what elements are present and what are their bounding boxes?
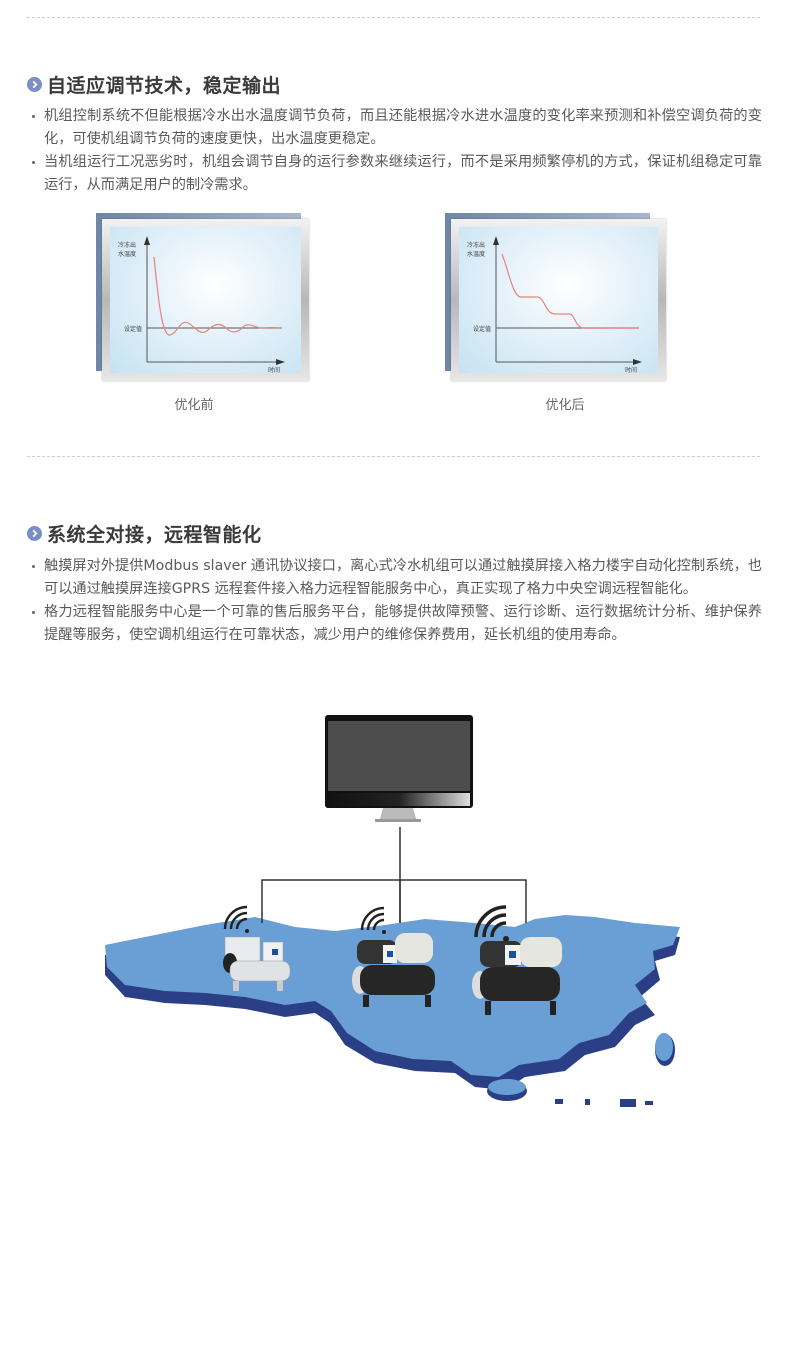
chart-before-xlabel: 时间 [268,367,281,374]
top-divider [27,17,760,18]
chart-before-plot: 冷冻出 水温度 设定值 时间 [110,227,301,374]
section2-title: 系统全对接，远程智能化 [27,520,262,547]
wifi-icon [360,906,385,931]
bullet-item: 机组控制系统不但能根据冷水出水温度调节负荷，而且还能根据冷水进水温度的变化率来预… [30,105,762,151]
bullet-item: 当机组运行工况恶劣时，机组会调节自身的运行参数来继续运行，而不是采用频繁停机的方… [30,151,762,197]
chart-after-ylabel: 冷冻出 水温度 [467,242,486,258]
section1-bullets: 机组控制系统不但能根据冷水出水温度调节负荷，而且还能根据冷水进水温度的变化率来预… [30,105,762,197]
monitor-icon [325,715,473,822]
section1-title-text: 自适应调节技术，稳定输出 [47,75,282,97]
wifi-icon [474,905,507,938]
wifi-icon [223,905,248,930]
chiller-unit-dark [352,933,435,1007]
network-lines [261,827,527,923]
chart-after-caption: 优化后 [545,398,585,413]
chevron-right-circle-icon [27,77,42,92]
chiller-unit-dark [472,937,562,1015]
chiller-unit-white [223,936,291,991]
section1-title: 自适应调节技术，稳定输出 [27,71,281,98]
chart-after-plot: 冷冻出 水温度 设定值 时间 [459,227,658,374]
section2-title-text: 系统全对接，远程智能化 [47,524,262,546]
chart-after-xlabel: 时间 [625,367,638,374]
bullet-item: 触摸屏对外提供Modbus slaver 通讯协议接口，离心式冷水机组可以通过触… [30,555,762,601]
section2-bullets: 触摸屏对外提供Modbus slaver 通讯协议接口，离心式冷水机组可以通过触… [30,555,762,647]
mid-divider [27,456,760,457]
chart-after-setpoint-label: 设定值 [473,326,492,333]
chevron-right-circle-icon [27,526,42,541]
chart-before-caption: 优化前 [174,398,214,413]
bullet-item: 格力远程智能服务中心是一个可靠的售后服务平台，能够提供故障预警、运行诊断、运行数… [30,601,762,647]
chart-after: 冷冻出 水温度 设定值 时间 [445,213,666,383]
chart-before: 冷冻出 水温度 设定值 时间 [96,213,311,383]
chart-before-setpoint-label: 设定值 [124,326,143,333]
chart-before-ylabel: 冷冻出 水温度 [118,242,137,258]
remote-network-diagram [95,705,695,1125]
